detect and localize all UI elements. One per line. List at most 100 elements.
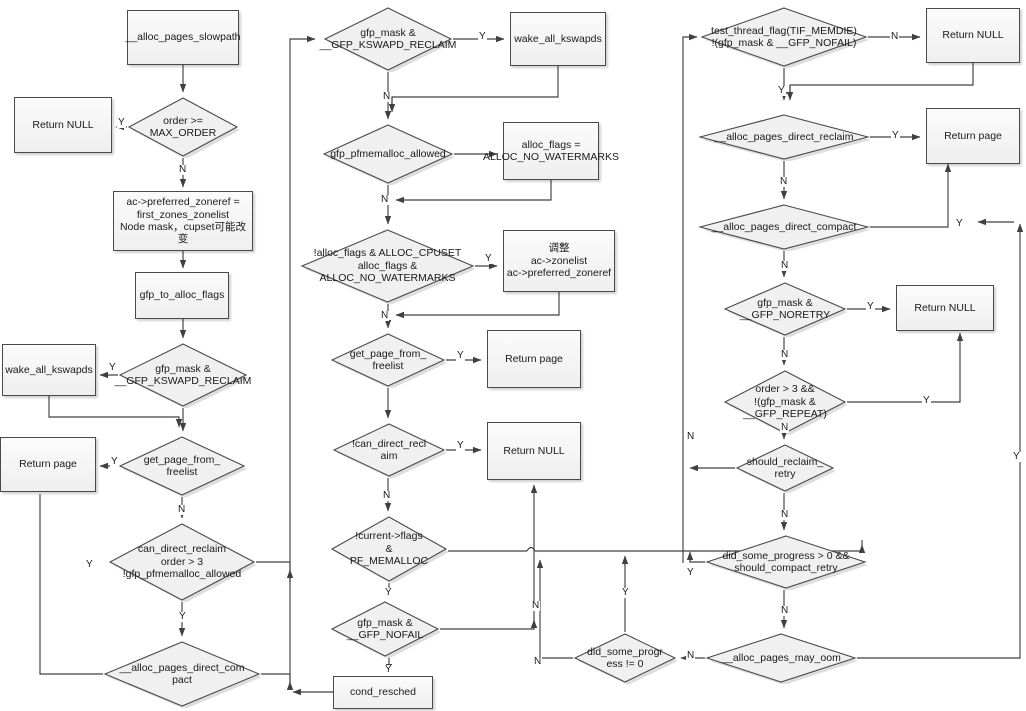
node-label: __alloc_pages_slowpath (125, 31, 241, 44)
diamond-shape (698, 204, 870, 251)
diamond-shape (723, 282, 847, 337)
edge-label: Y (456, 350, 465, 361)
decision-node: can_direct_reclaim order > 3 !gfp_pfmema… (108, 522, 256, 602)
edge-label: Y (484, 253, 493, 264)
diamond-shape (573, 633, 677, 684)
node-label: cond_resched (350, 686, 416, 699)
decision-node: gfp_mask & __GFP_KSWAPD_RECLAIM (115, 342, 251, 408)
node-label: Return NULL (32, 118, 94, 131)
node-label: __alloc_pages_direct_reclaim (714, 130, 854, 143)
decision-node: get_page_from_ freelist (330, 332, 446, 388)
decision-node: gfp_pfmemalloc_allowed (322, 123, 454, 185)
edge-label: N (531, 600, 541, 611)
process-node: Return page (487, 330, 581, 388)
edge-label: N (780, 605, 790, 616)
edge-label: N (382, 490, 392, 501)
process-node: Return page (0, 437, 96, 492)
node-label: test_thread_flag(TIF_MEMDIE) !(gfp_mask … (711, 24, 857, 49)
node-label: Return page (19, 458, 77, 471)
node-label: order >= MAX_ORDER (149, 114, 217, 139)
edge-label: N (177, 504, 187, 515)
diamond-shape (723, 370, 847, 435)
process-node: wake_all_kswapds (510, 12, 606, 66)
node-label: Return page (944, 129, 1002, 142)
process-node: Return page (926, 108, 1020, 164)
edge-label: N (380, 310, 390, 321)
diamond-shape (705, 633, 857, 684)
diamond-shape (118, 343, 248, 408)
edge-label: N (380, 194, 390, 205)
process-node: Return NULL (926, 8, 1020, 63)
diamond-shape (330, 333, 446, 388)
diamond-shape (330, 601, 440, 658)
decision-node: did_some_progr ess != 0 (573, 632, 677, 684)
node-label: alloc_flags = ALLOC_NO_WATERMARKS (483, 138, 619, 163)
edge-label: Y (891, 130, 900, 141)
process-node: alloc_flags = ALLOC_NO_WATERMARKS (483, 122, 619, 180)
node-label: get_page_from_ freelist (349, 347, 427, 372)
process-node: wake_all_kswapds (2, 344, 96, 396)
edge-label: N (780, 349, 790, 360)
edge-label: Y (178, 611, 187, 622)
edge-label: Y (955, 218, 964, 229)
node-label: __alloc_pages_may_oom (721, 651, 841, 664)
node-label: gfp_mask & __GFP_KSWAPD_RECLAIM (319, 26, 457, 51)
process-node: ac->preferred_zoneref = first_zones_zone… (113, 191, 253, 251)
decision-node: __alloc_pages_may_oom (705, 632, 857, 684)
process-node: Return NULL (487, 422, 581, 480)
edge-label: Y (922, 395, 931, 406)
edge-label: Y (686, 567, 695, 578)
edge-label: N (382, 91, 392, 102)
decision-node: !current->flags & PF_MEMALLOC (330, 515, 448, 583)
edge-label: N (780, 260, 790, 271)
node-label: Return NULL (914, 301, 976, 314)
node-label: gfp_pfmemalloc_allowed (330, 147, 446, 160)
edge-label: N (779, 176, 789, 187)
node-label: can_direct_reclaim order > 3 !gfp_pfmema… (122, 543, 242, 581)
edge-label: Y (621, 587, 630, 598)
decision-node: did_some_progress > 0 && should_compact_… (705, 534, 867, 590)
process-node: 调整 ac->zonelist ac->preferred_zoneref (503, 230, 615, 292)
node-label: wake_all_kswapds (5, 363, 93, 376)
edge-label: N (780, 422, 790, 433)
diamond-shape (322, 124, 454, 185)
node-label: !alloc_flags & ALLOC_CPUSET alloc_flags … (313, 247, 462, 285)
edge-label: N (533, 656, 543, 667)
diamond-shape (330, 516, 448, 583)
edge-label: Y (777, 85, 786, 96)
node-label: !can_direct_recl aim (351, 437, 427, 462)
diamond-shape (323, 7, 453, 72)
edge-label: Y (478, 31, 487, 42)
edge-label: Y (1012, 451, 1021, 462)
decision-node: __alloc_pages_direct_reclaim (698, 113, 870, 161)
edge-label: Y (110, 456, 119, 467)
edge-label: N (780, 509, 790, 520)
process-node: Return NULL (14, 97, 112, 153)
decision-node: gfp_mask & __GFP_KSWAPD_RECLAIM (320, 6, 456, 72)
diamond-shape (118, 436, 246, 497)
node-label: ac->preferred_zoneref = first_zones_zone… (119, 196, 247, 246)
node-label: order > 3 && !(gfp_mask & __GFP_REPEAT) (743, 383, 827, 421)
node-label: !current->flags & PF_MEMALLOC (349, 530, 429, 568)
diamond-shape (332, 423, 446, 478)
decision-node: gfp_mask & __GFP_NOFAIL (330, 600, 440, 658)
edge-label: N (890, 31, 900, 42)
node-label: Return NULL (503, 444, 565, 457)
process-node: gfp_to_alloc_flags (135, 272, 229, 319)
decision-node: should_reclaim_ retry (735, 443, 835, 493)
edge-label: Y (384, 587, 393, 598)
edge-label: Y (384, 664, 393, 675)
edge-label: N (686, 650, 696, 661)
diamond-shape (300, 229, 475, 304)
edge-label: Y (117, 117, 126, 128)
node-label: __alloc_pages_direct_compact (711, 220, 857, 233)
node-label: gfp_mask & __GFP_NOFAIL (346, 616, 424, 641)
process-node: __alloc_pages_slowpath (126, 10, 241, 65)
edge-label: Y (866, 301, 875, 312)
edge-label: Y (108, 362, 117, 373)
diamond-shape (108, 523, 256, 602)
decision-node: !can_direct_recl aim (332, 422, 446, 478)
decision-node: !alloc_flags & ALLOC_CPUSET alloc_flags … (300, 228, 475, 304)
edge-label: Y (85, 559, 94, 570)
decision-node: order > 3 && !(gfp_mask & __GFP_REPEAT) (723, 369, 847, 435)
